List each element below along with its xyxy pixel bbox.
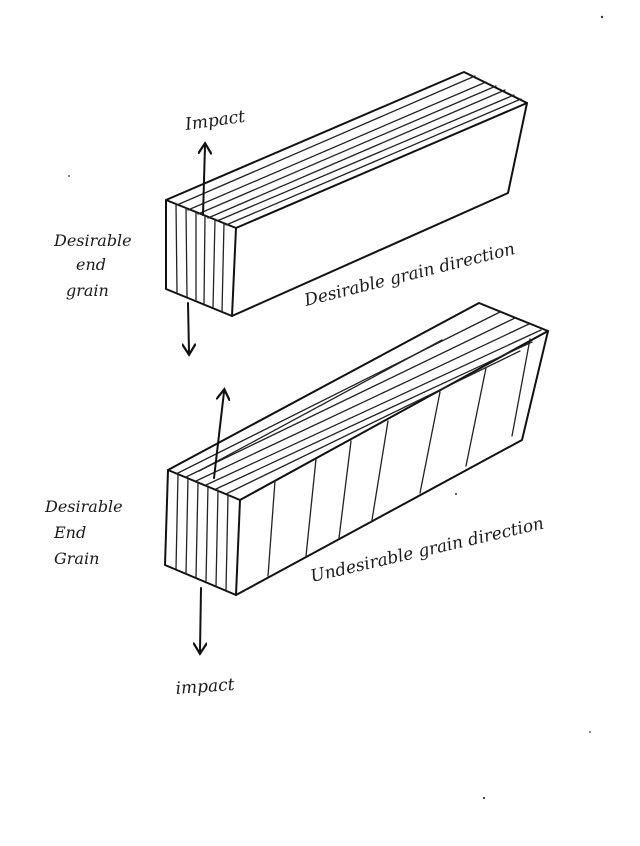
top-end-grain-line-2: end [76,255,106,274]
bottom-block-outline [164,302,549,596]
top-block-outline [165,71,528,317]
bottom-grain-direction-label: Undesirable grain direction [309,514,546,587]
top-block-grain-lines [176,75,522,226]
top-end-grain-label: Desirable end grain [53,231,132,300]
top-impact-label: Impact [183,107,247,135]
top-grain-direction-label: Desirable grain direction [301,239,517,311]
bottom-block-front-edge [167,469,241,596]
bottom-end-grain-line-1: Desirable [44,497,123,516]
top-wood-block [165,71,528,317]
bottom-wood-block [164,302,549,596]
top-block-end-grain [175,203,225,313]
bottom-impact-arrow-down [200,587,201,651]
top-end-grain-line-1: Desirable [53,231,132,250]
bottom-end-grain-label: Desirable End Grain [44,497,123,568]
bottom-impact-arrow-up [213,392,224,479]
bottom-block-end-grain [175,473,229,591]
top-end-grain-line-3: grain [66,281,109,300]
top-impact-arrow-down [188,302,189,352]
bottom-end-grain-line-2: End [53,523,86,542]
top-block-top-edge [235,102,528,229]
bottom-block-top-edge [239,330,549,501]
scan-specks [68,15,604,800]
bottom-impact-label: impact [175,675,235,699]
top-impact-arrow-up [203,146,205,216]
bottom-block-side-grain [267,338,531,577]
bottom-end-grain-line-3: Grain [54,549,99,568]
bottom-block-grain-lines [175,311,542,495]
